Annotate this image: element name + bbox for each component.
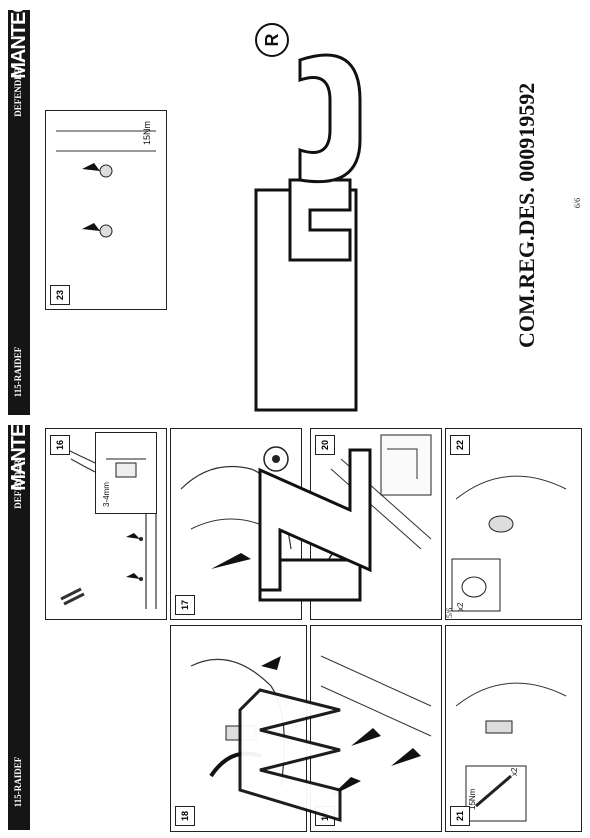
panel-22-illustration [451,475,567,612]
panel-16-number: 16 [50,435,70,455]
panel-22-qty-label: x2 [456,602,465,611]
panel-17-illustration [180,446,292,569]
panel-17-number: 17 [175,595,195,615]
panel-21-illustration [455,682,567,822]
panel-18-illustration [190,656,285,787]
panel-21-qty-label: x2 [510,767,519,776]
panel-20-number: 20 [315,435,335,455]
panel-19-number: 19 [315,806,335,826]
panel-17: 17 [170,428,302,620]
panel-19-illustration [320,655,432,796]
panel-23-torque-label: 15Nm [142,120,152,145]
left-header-brand: MANTEC [8,411,30,491]
left-header-code: 115-RAIDEF [13,756,23,808]
panel-20: 20 [310,428,442,620]
panel-16-inset: 3-4mm [95,432,157,514]
panel-19: 19 [310,625,442,832]
inset-clip-illustration [106,458,146,478]
panel-23: 15Nm 23 [45,110,167,310]
left-header-bar [8,425,30,830]
panel-21-number: 21 [450,806,470,826]
registered-mark-letter: R [262,33,282,47]
panel-18: 18 [170,625,307,832]
right-header-bar [8,10,30,415]
registration-number: COM.REG.DES. 000919592 [514,82,539,348]
panel-23-number: 23 [50,285,70,305]
left-page-number: 5/6 [445,607,454,619]
panel-21: 15Nm x2 21 [445,625,582,832]
panel-20-illustration [326,434,432,588]
panel-18-number: 18 [175,806,195,826]
right-header-code: 115-RAIDEF [13,346,23,398]
panel-23-illustration [56,130,156,238]
right-page-number: 6/6 [573,197,582,209]
inset-gap-label: 3-4mm [102,482,111,507]
right-header-brand: MANTEC [8,0,30,79]
panel-22: x2 22 [445,428,582,620]
panel-22-number: 22 [450,435,470,455]
